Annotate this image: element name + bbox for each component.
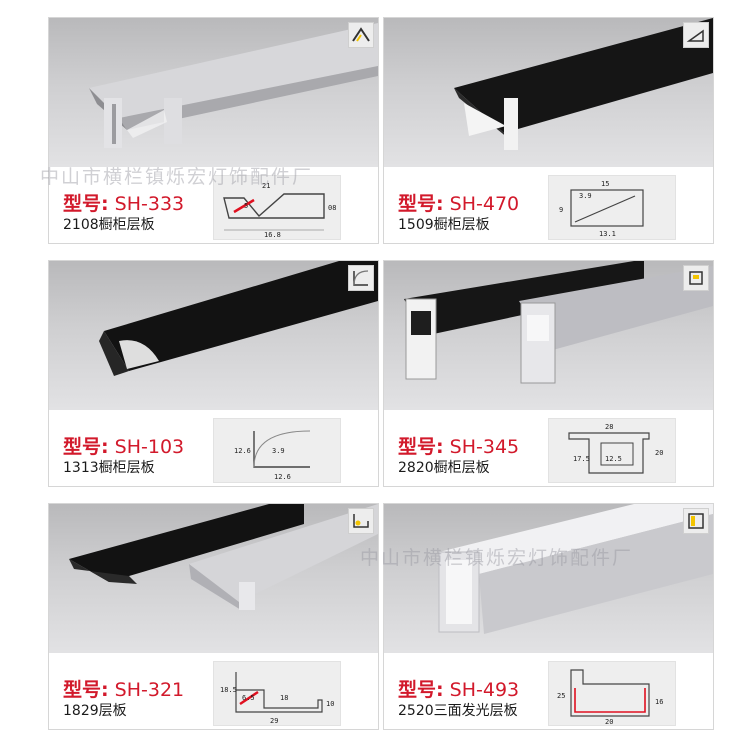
dim-width: 20 [605,718,613,725]
model-number: 型号: SH-321 [63,679,185,701]
profile-inset-icon [348,22,374,48]
product-photo [49,18,378,167]
dim-right-height: 16 [655,698,663,706]
dim-width-top: 21 [262,182,270,190]
product-card-sh-470[interactable]: 型号: SH-470 1509橱柜层板 15 3.9 9 13.1 [383,17,714,244]
dim-right-height: 10 [326,700,334,708]
model-number: 型号: SH-333 [63,193,185,215]
dim-height: 25 [557,692,565,700]
product-description: 1829层板 [63,703,127,719]
product-info: 型号: SH-493 2520三面发光层板 25 16 20 [384,653,713,729]
profile-dimension-drawing: 12.6 3.9 12.6 [213,418,341,483]
product-photo [49,504,378,653]
product-photo [384,504,713,653]
product-info: 型号: SH-345 2820橱柜层板 28 17.5 12.5 20 [384,410,713,486]
dim-width: 29 [270,717,278,725]
profile-dimension-drawing: 18.5 18 10 29 6.5 [213,661,341,726]
product-info: 型号: SH-321 1829层板 18.5 18 10 29 6.5 [49,653,378,729]
dim-led: 5 [244,202,248,210]
product-description: 2520三面发光层板 [398,703,518,719]
model-number: 型号: SH-493 [398,679,520,701]
dim-width-bottom: 16.8 [264,231,281,239]
profile-dimension-drawing: 21 08 16.8 5 [213,175,341,240]
dim-inner-width: 18 [280,694,288,702]
profile-inset-icon [683,508,709,534]
dim-inner-height: 17.5 [573,455,590,463]
dim-height: 9 [559,206,563,214]
product-photo [49,261,378,410]
product-description: 2820橱柜层板 [398,460,490,476]
model-number: 型号: SH-470 [398,193,520,215]
dim-height: 08 [328,204,336,212]
product-info: 型号: SH-470 1509橱柜层板 15 3.9 9 13.1 [384,167,713,243]
profile-inset-icon [348,265,374,291]
profile-dimension-drawing: 15 3.9 9 13.1 [548,175,676,240]
product-photo [384,18,713,167]
dim-height: 18.5 [220,686,237,694]
dim-width-top: 15 [601,180,609,188]
model-number: 型号: SH-345 [398,436,520,458]
dim-width: 12.6 [274,473,291,481]
product-card-sh-103[interactable]: 型号: SH-103 1313橱柜层板 12.6 3.9 12.6 [48,260,379,487]
product-card-sh-333[interactable]: 型号: SH-333 2108橱柜层板 21 08 16.8 5 [48,17,379,244]
model-number: 型号: SH-103 [63,436,185,458]
dim-height: 12.6 [234,447,251,455]
profile-inset-icon [348,508,374,534]
product-description: 1313橱柜层板 [63,460,155,476]
product-card-sh-345[interactable]: 型号: SH-345 2820橱柜层板 28 17.5 12.5 20 [383,260,714,487]
dim-inner-width: 12.5 [605,455,622,463]
product-info: 型号: SH-333 2108橱柜层板 21 08 16.8 5 [49,167,378,243]
product-description: 1509橱柜层板 [398,217,490,233]
dim-width-bottom: 13.1 [599,230,616,238]
product-description: 2108橱柜层板 [63,217,155,233]
dim-slot: 3.9 [272,447,285,455]
profile-inset-icon [683,22,709,48]
dim-led: 6.5 [242,694,255,702]
dim-slot: 3.9 [579,192,592,200]
dim-height: 20 [655,449,663,457]
product-card-sh-493[interactable]: 型号: SH-493 2520三面发光层板 25 16 20 [383,503,714,730]
profile-dimension-drawing: 28 17.5 12.5 20 [548,418,676,483]
product-photo [384,261,713,410]
profile-dimension-drawing: 25 16 20 [548,661,676,726]
product-card-sh-321[interactable]: 型号: SH-321 1829层板 18.5 18 10 29 6.5 [48,503,379,730]
profile-inset-icon [683,265,709,291]
product-info: 型号: SH-103 1313橱柜层板 12.6 3.9 12.6 [49,410,378,486]
dim-width-top: 28 [605,423,613,431]
